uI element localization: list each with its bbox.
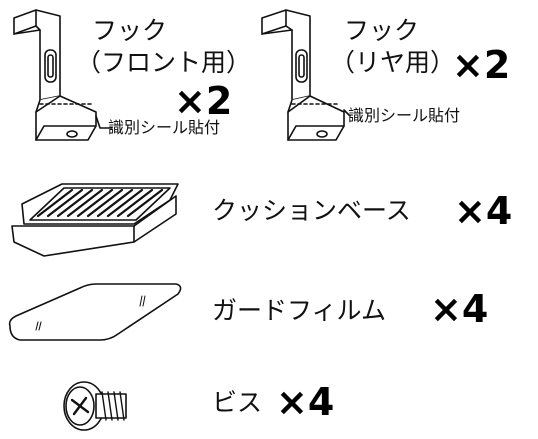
guard-film-label: ガードフィルム (212, 296, 387, 325)
cushion-base-quantity: ×4 (454, 189, 513, 233)
rear-hook-sticker-note: 識別シール貼付 (348, 106, 461, 125)
screw-quantity: ×4 (276, 380, 335, 424)
guard-film-quantity: ×4 (430, 287, 489, 331)
front-hook-sticker-note: 識別シール貼付 (108, 118, 221, 137)
rear-hook-label: フック (344, 16, 420, 45)
rear-hook-quantity: ×2 (452, 43, 511, 87)
screw-label: ビス (212, 388, 263, 417)
cushion-base-label: クッションベース (212, 196, 411, 225)
front-hook-quantity: ×2 (174, 79, 233, 123)
front-hook-sublabel: （フロント用） (76, 48, 252, 77)
rear-hook-sublabel: （リヤ用） (330, 48, 456, 77)
front-hook-label: フック (92, 16, 168, 45)
